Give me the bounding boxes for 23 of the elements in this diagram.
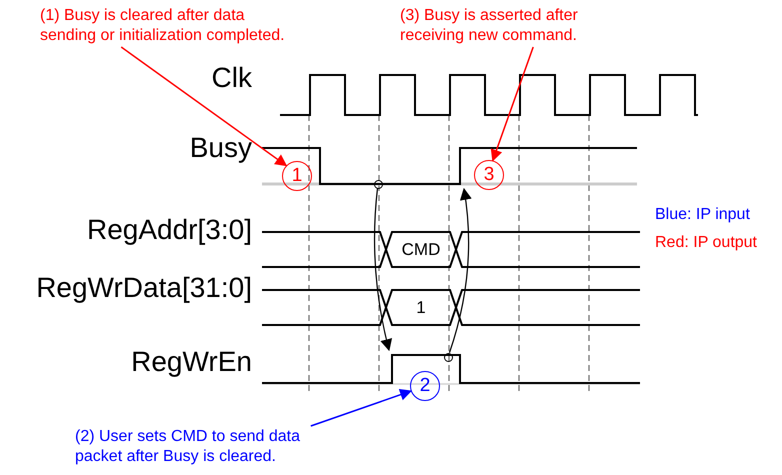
leader-arrow [490, 46, 534, 162]
busy-waveform [262, 147, 637, 185]
annotation-text: (2) User sets CMD to send data packet after Busy is cleared. [75, 427, 337, 467]
leader-arrow [310, 388, 412, 427]
signal-name: RegAddr[3:0] [87, 216, 252, 244]
marker-dot [374, 180, 382, 188]
marker-dot [444, 352, 452, 362]
annotation-text: (1) Busy is cleared after data sending or initialization completed. [40, 6, 302, 46]
callout-number: 1 [282, 161, 312, 191]
callout-number: 2 [410, 371, 440, 401]
bus-value: CMD [402, 240, 440, 258]
signal-name: Busy [190, 134, 252, 162]
bus-value: 1 [416, 298, 426, 316]
dependency-arrow [374, 188, 392, 352]
leader-arrow [120, 46, 288, 166]
annotation-text: (3) Busy is asserted after receiving new command. [400, 6, 622, 46]
callout-number: 3 [474, 160, 504, 190]
legend-text: Red: IP output [655, 235, 757, 251]
dependency-arrow [448, 188, 472, 353]
signal-name: RegWrData[31:0] [36, 274, 252, 302]
signal-name: RegWrEn [131, 348, 252, 376]
signal-name: Clk [212, 64, 252, 92]
legend-text: Blue: IP input [655, 207, 750, 223]
